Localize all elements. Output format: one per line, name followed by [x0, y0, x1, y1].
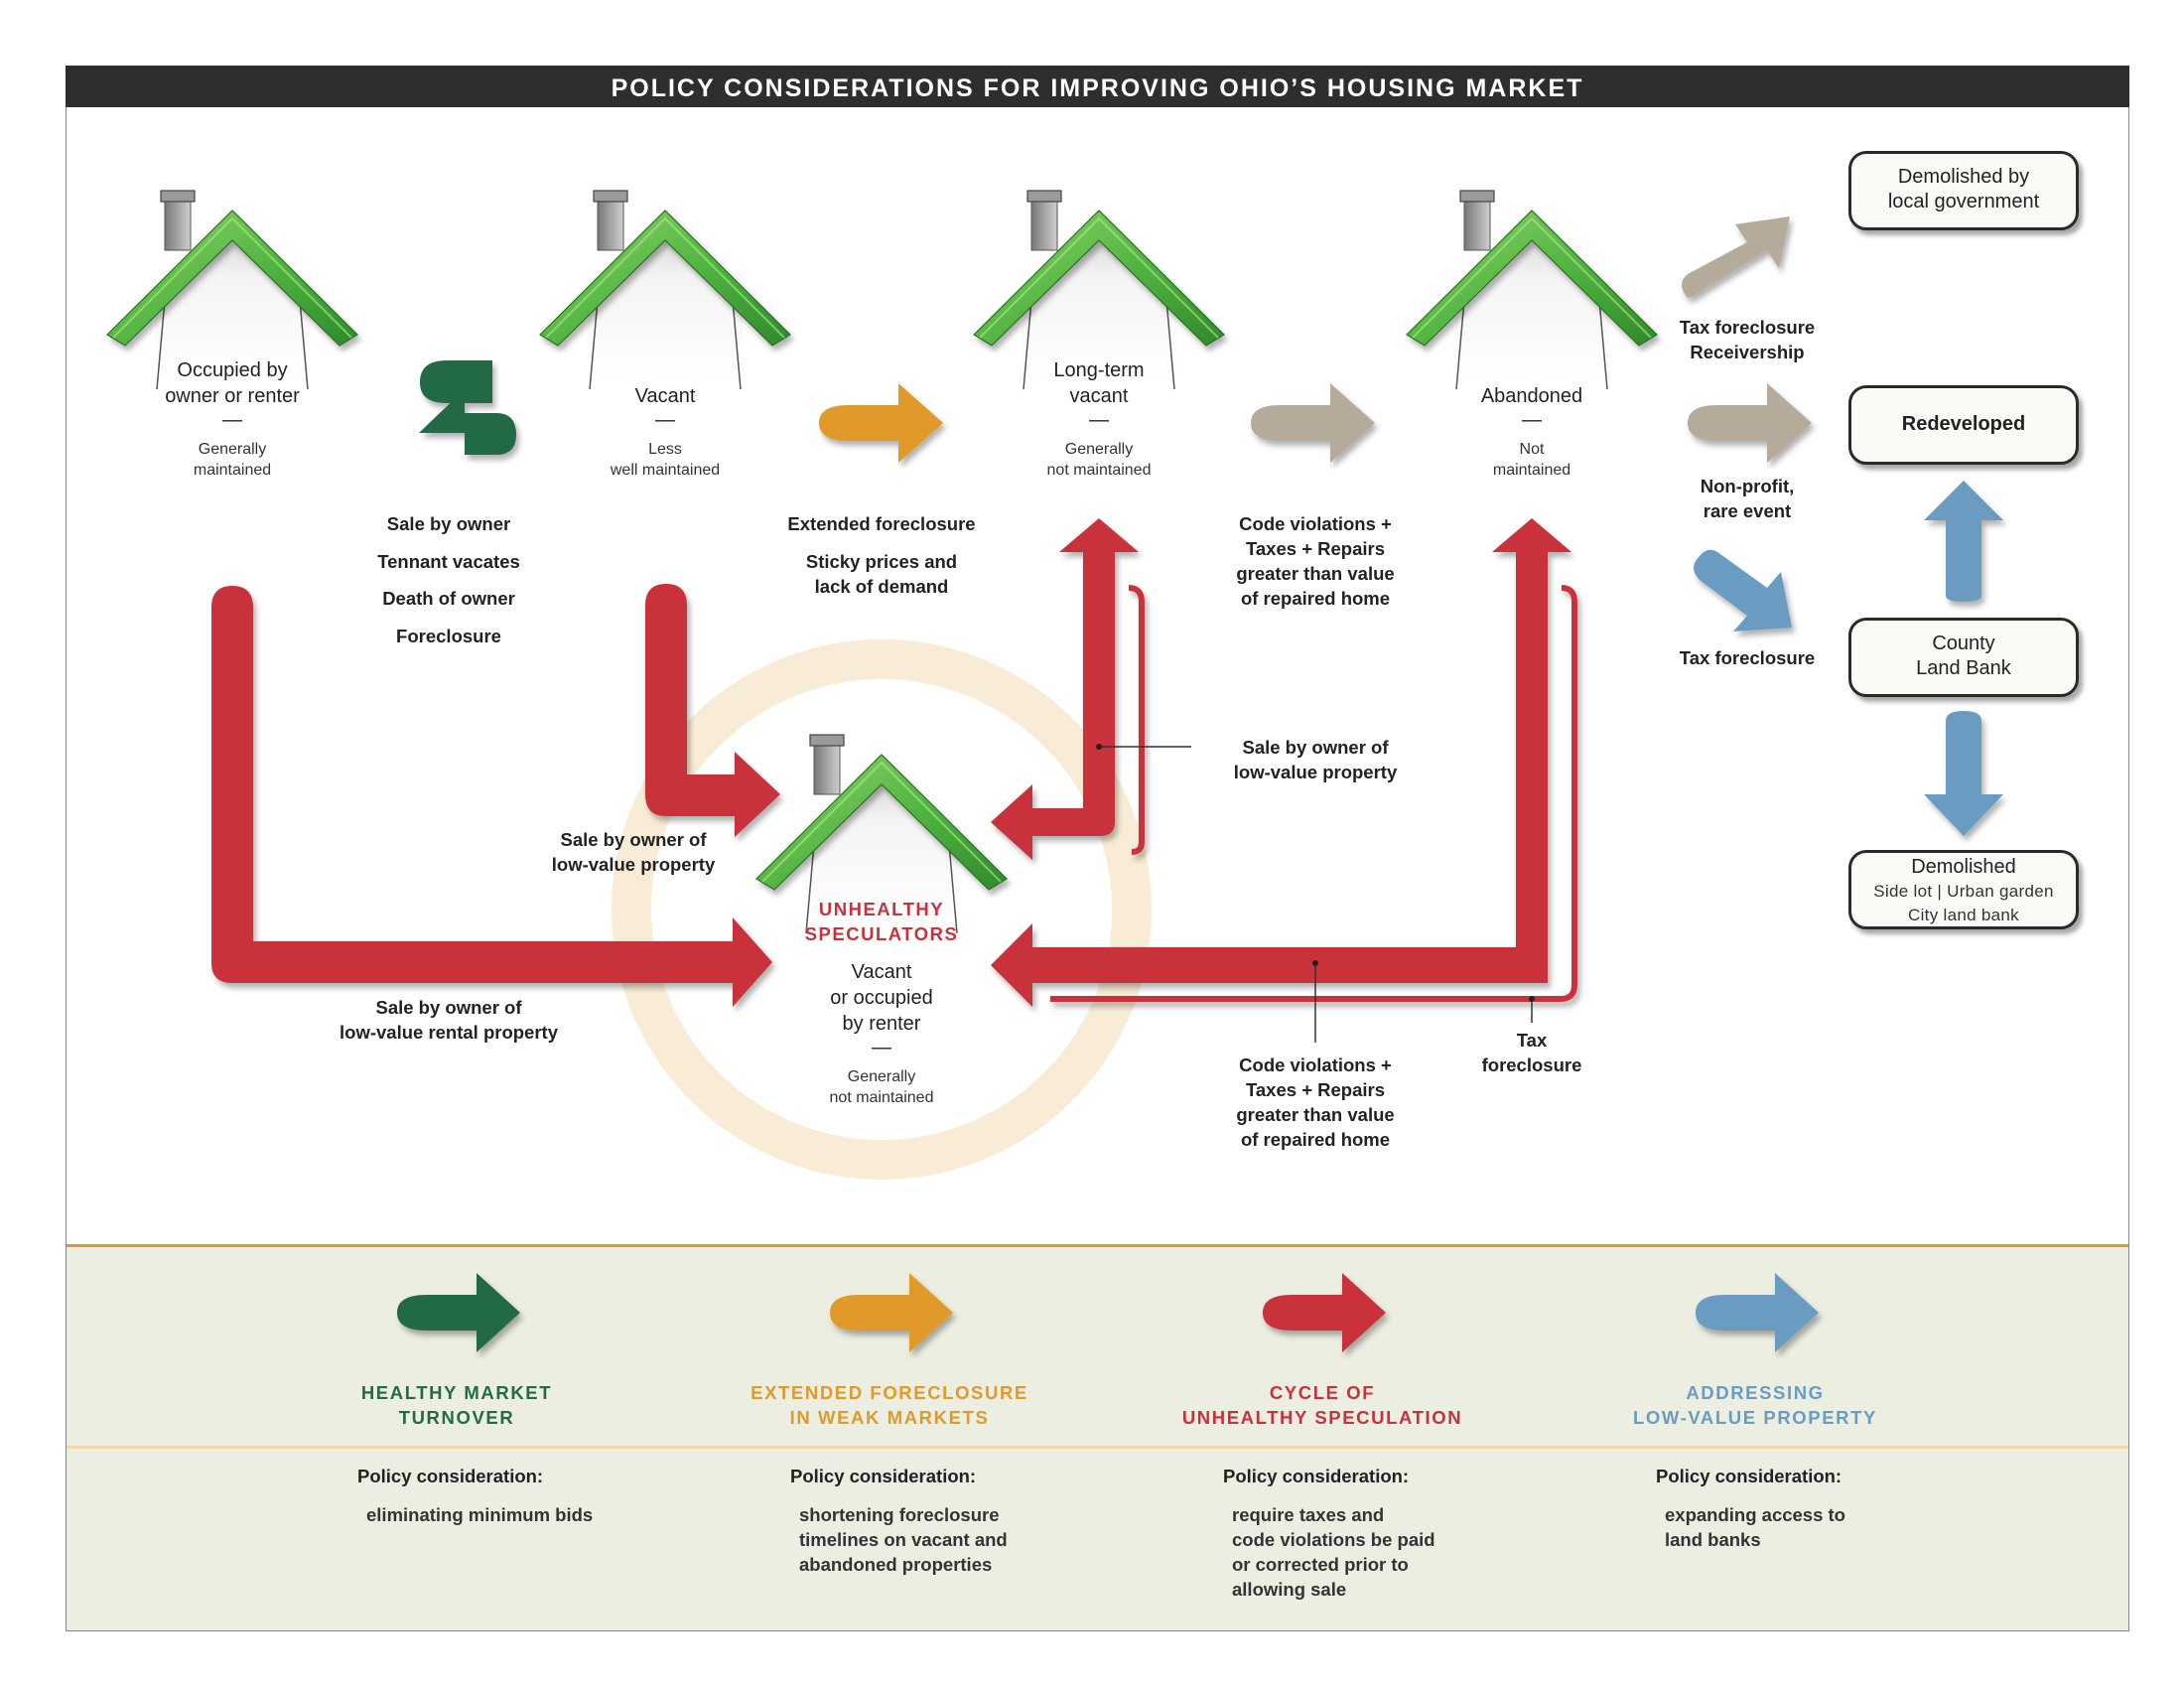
label-tax-foreclosure-blue: Tax foreclosure	[1679, 647, 1816, 668]
orange-arrow-icon	[819, 383, 943, 463]
label-tenant-vacates: Tennant vacates	[377, 551, 520, 572]
legend-lowvalue-title: ADDRESSING LOW-VALUE PROPERTY	[1633, 1382, 1877, 1428]
legend-healthy-policy-text: eliminating minimum bids	[366, 1504, 594, 1525]
label-tax-receivership: Tax foreclosure Receivership	[1679, 317, 1816, 362]
red-arrow-vacant-to-speculators	[645, 584, 780, 837]
legend-healthy-policy-heading: Policy consideration:	[357, 1466, 544, 1486]
house-occupied-sub: Generally maintained	[193, 441, 272, 479]
speculation-halo	[612, 639, 1152, 1180]
outcome-demolished-label: Demolished	[1911, 856, 2016, 878]
red-arrow-longterm-loop	[991, 518, 1145, 860]
house-longterm-dash: —	[1089, 409, 1109, 431]
house-vacant-dash: —	[655, 409, 675, 431]
house-longterm-title: Long-term vacant	[1053, 359, 1145, 407]
legend-red-arrow-icon	[1263, 1273, 1386, 1352]
label-foreclosure: Foreclosure	[396, 626, 501, 646]
house-abandoned-sub: Not maintained	[1492, 441, 1571, 479]
legend-extended-policy-heading: Policy consideration:	[790, 1466, 977, 1486]
outcome-land-bank: County Land Bank	[1848, 618, 2079, 697]
legend-speculation-policy-heading: Policy consideration:	[1223, 1466, 1410, 1486]
label-sticky-prices: Sticky prices and lack of demand	[805, 551, 958, 597]
legend-green-arrow-icon	[397, 1273, 520, 1352]
outcome-redeveloped: Redeveloped	[1848, 385, 2079, 465]
legend-extended-title: EXTENDED FORECLOSURE IN WEAK MARKETS	[751, 1382, 1028, 1428]
tan-arrow-right-icon	[1688, 383, 1812, 463]
label-sale-by-owner: Sale by owner	[386, 513, 511, 534]
tan-arrow-icon	[1251, 383, 1375, 463]
house-vacant-title: Vacant	[634, 385, 696, 407]
legend-lowvalue-policy-heading: Policy consideration:	[1656, 1466, 1843, 1486]
legend-speculation-policy-text: require taxes and code violations be pai…	[1232, 1504, 1435, 1600]
label-sale-rental: Sale by owner of low-value rental proper…	[340, 997, 558, 1043]
legend-lowvalue-policy-text: expanding access to land banks	[1665, 1504, 1845, 1550]
legend-divider	[67, 1244, 2128, 1247]
house-occupied-title: Occupied by owner or renter	[165, 359, 300, 407]
label-death-of-owner: Death of owner	[382, 588, 515, 609]
legend-speculation-title: CYCLE OF UNHEALTHY SPECULATION	[1181, 1382, 1463, 1428]
house-occupied-dash: —	[222, 409, 242, 431]
page-title: POLICY CONSIDERATIONS FOR IMPROVING OHIO…	[66, 66, 2129, 107]
speculators-sub: Generally not maintained	[829, 1068, 934, 1106]
outcome-demolished: Demolished Side lot | Urban garden City …	[1848, 850, 2079, 929]
speculators-dash: —	[872, 1037, 891, 1058]
blue-arrow-up-icon	[1924, 481, 2003, 602]
legend-extended-policy-text: shortening foreclosure timelines on vaca…	[799, 1504, 1008, 1575]
outcome-demolished-sub: Side lot | Urban garden City land bank	[1873, 882, 2054, 924]
label-tax-foreclosure-red: Tax foreclosure	[1481, 1030, 1582, 1075]
outcome-land-bank-label: County Land Bank	[1916, 633, 2011, 679]
legend-divider	[67, 1446, 2128, 1449]
speculators-heading: UNHEALTHY SPECULATORS	[804, 899, 959, 944]
blue-arrow-down-icon	[1924, 711, 2003, 836]
red-arrow-abandoned-loop	[991, 518, 1577, 1007]
legend-blue-arrow-icon	[1696, 1273, 1819, 1352]
tan-arrow-diagonal-icon	[1682, 216, 1790, 298]
house-vacant-icon	[540, 191, 790, 389]
label-code-violations-top: Code violations + Taxes + Repairs greate…	[1236, 513, 1395, 609]
label-nonprofit: Non-profit, rare event	[1700, 476, 1795, 521]
label-extended-foreclosure: Extended foreclosure	[787, 513, 976, 534]
blue-arrow-diagonal-icon	[1694, 549, 1792, 632]
outcome-demolished-gov: Demolished by local government	[1848, 151, 2079, 230]
outcome-demolished-gov-label: Demolished by local government	[1887, 166, 2040, 212]
label-sale-lowvalue-left: Sale by owner of low-value property	[551, 829, 716, 875]
red-arrow-occupied-to-speculators	[211, 586, 772, 1007]
house-abandoned-dash: —	[1522, 409, 1542, 431]
house-abandoned-title: Abandoned	[1480, 385, 1583, 407]
legend-healthy-title: HEALTHY MARKET TURNOVER	[360, 1382, 553, 1428]
label-sale-lowvalue-right: Sale by owner of low-value property	[1233, 737, 1398, 782]
green-double-arrow-icon	[419, 360, 542, 455]
house-vacant-sub: Less well maintained	[610, 441, 721, 479]
house-abandoned-icon	[1407, 191, 1657, 389]
speculators-title: Vacant or occupied by renter	[830, 961, 933, 1035]
label-code-violations-bottom: Code violations + Taxes + Repairs greate…	[1236, 1055, 1395, 1150]
outcome-redeveloped-label: Redeveloped	[1901, 413, 2026, 435]
house-longterm-sub: Generally not maintained	[1046, 441, 1152, 479]
legend-orange-arrow-icon	[830, 1273, 953, 1352]
